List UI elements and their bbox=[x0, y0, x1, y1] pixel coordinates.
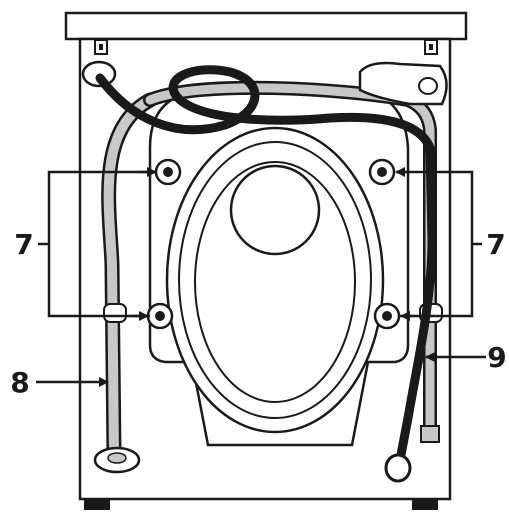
foot-left bbox=[84, 498, 110, 510]
callout-label-drain-hose: 8 bbox=[10, 366, 29, 399]
drain-hose bbox=[93, 80, 443, 474]
inlet-valve bbox=[358, 61, 448, 106]
hose-plug bbox=[384, 453, 412, 483]
drum-middle bbox=[178, 141, 372, 419]
foot-right bbox=[412, 498, 438, 510]
callout-bracket-right bbox=[400, 170, 482, 318]
callout-label-inlet-hose: 9 bbox=[487, 341, 506, 374]
inlet-hose bbox=[81, 60, 437, 483]
callout-bracket-left bbox=[38, 170, 150, 318]
drum-outer bbox=[165, 126, 385, 434]
top-cover bbox=[64, 11, 468, 41]
top-screw-left-inner bbox=[99, 44, 103, 50]
drum-hub bbox=[229, 164, 321, 256]
transit-bolts bbox=[146, 158, 401, 330]
transit-bolt-bottom-right bbox=[373, 302, 401, 330]
hose-clip-left bbox=[103, 303, 127, 323]
drum-inner bbox=[194, 161, 356, 403]
transit-bolt-top-right bbox=[368, 158, 396, 186]
transit-bolt-top-left bbox=[154, 158, 182, 186]
hose-end-connector bbox=[420, 425, 440, 443]
callout-label-bolts-left: 7 bbox=[14, 228, 33, 261]
transit-bolt-bottom-left bbox=[146, 302, 174, 330]
rear-panel bbox=[148, 88, 410, 447]
top-screw-right-inner bbox=[429, 44, 433, 50]
callout-label-bolts-right: 7 bbox=[486, 228, 505, 261]
